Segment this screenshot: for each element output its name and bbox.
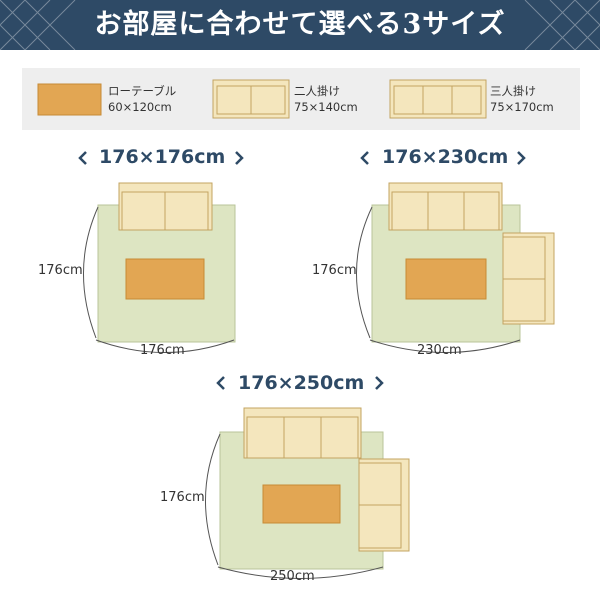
chevron-left-icon bbox=[360, 151, 369, 165]
width-dimension-arc bbox=[217, 566, 384, 579]
legend-two-seat-size: 75×140cm bbox=[294, 100, 358, 114]
layout-1-title: 176×176cm bbox=[99, 146, 226, 168]
layout-2-depth-label: 176cm bbox=[312, 263, 357, 278]
legend-two-seat-swatch bbox=[212, 79, 290, 119]
chevron-left-icon bbox=[78, 151, 87, 165]
page-title: お部屋に合わせて選べる3サイズ bbox=[94, 9, 506, 40]
lattice-decoration-left bbox=[0, 0, 76, 50]
three-seat-sofa bbox=[388, 182, 503, 231]
width-dimension-arc bbox=[95, 339, 235, 353]
legend-table-size: 60×120cm bbox=[108, 100, 172, 114]
chevron-right-icon bbox=[517, 151, 526, 165]
legend-three-seat-size: 75×170cm bbox=[490, 100, 554, 114]
lattice-decoration-right bbox=[524, 0, 600, 50]
depth-dimension-arc bbox=[83, 206, 99, 339]
layout-1-width-label: 176cm bbox=[140, 343, 185, 358]
legend-table-name: ローテーブル bbox=[108, 84, 177, 98]
depth-dimension-arc bbox=[205, 433, 221, 566]
layout-3-width-label: 250cm bbox=[270, 569, 315, 584]
header-bar: お部屋に合わせて選べる3サイズ bbox=[0, 0, 600, 50]
chevron-left-icon bbox=[216, 376, 225, 390]
low-table bbox=[405, 258, 487, 300]
low-table bbox=[125, 258, 205, 300]
legend-three-seat-name: 三人掛け bbox=[490, 84, 536, 98]
depth-dimension-arc bbox=[356, 206, 373, 339]
legend-three-seat-swatch bbox=[389, 79, 487, 119]
three-seat-sofa bbox=[243, 407, 362, 459]
layout-176x176 bbox=[78, 151, 244, 353]
legend-panel bbox=[22, 68, 580, 130]
layout-2-title: 176×230cm bbox=[382, 146, 509, 168]
layout-1-depth-label: 176cm bbox=[38, 263, 83, 278]
chevron-right-icon bbox=[235, 151, 244, 165]
legend-table-swatch bbox=[37, 83, 102, 116]
legend-two-seat-name: 二人掛け bbox=[294, 84, 340, 98]
layout-3-title: 176×250cm bbox=[238, 372, 365, 394]
layout-2-width-label: 230cm bbox=[417, 343, 462, 358]
layout-3-depth-label: 176cm bbox=[160, 490, 205, 505]
chevron-right-icon bbox=[375, 376, 384, 390]
layout-176x230 bbox=[356, 151, 555, 353]
layout-176x250 bbox=[205, 376, 410, 579]
low-table bbox=[262, 484, 341, 524]
width-dimension-arc bbox=[369, 339, 521, 353]
